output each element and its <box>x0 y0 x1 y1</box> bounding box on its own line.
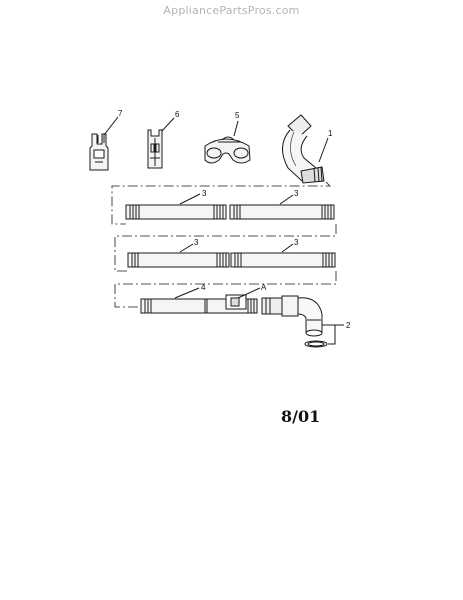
leader-6 <box>161 117 175 132</box>
callout-3b: 3 <box>294 189 299 198</box>
callout-3a: 3 <box>202 189 207 198</box>
leader-7 <box>103 116 119 136</box>
part-5-goggles <box>204 136 251 164</box>
leader-5 <box>233 120 239 137</box>
callout-4: 4 <box>201 283 206 292</box>
callout-6: 6 <box>175 110 180 119</box>
callout-7: 7 <box>118 109 123 118</box>
watermark: AppliancePartsPros.com <box>163 4 300 17</box>
part-2-elbow <box>261 295 323 337</box>
leader-4 <box>174 287 200 299</box>
part-3-tube-d <box>230 252 336 268</box>
callout-5: 5 <box>235 111 240 120</box>
part-4-latch-tube <box>140 294 258 314</box>
part-3-tube-a <box>125 204 227 220</box>
part-3-tube-b <box>229 204 335 220</box>
part-3-tube-c <box>127 252 230 268</box>
part-6-clip <box>147 129 163 169</box>
part-2-ring <box>304 340 328 348</box>
part-7-clip <box>89 133 109 171</box>
part-1-elbow-tube <box>282 114 325 184</box>
leader-3b <box>279 194 294 205</box>
leader-3d <box>281 243 294 253</box>
date-code: 8/01 <box>281 407 321 426</box>
callout-2: 2 <box>346 321 351 330</box>
bracket-2 <box>322 324 336 345</box>
callout-1: 1 <box>328 129 333 138</box>
callout-A: A <box>261 283 267 292</box>
leader-1 <box>318 137 329 163</box>
leader-3a <box>179 193 201 205</box>
connector-lines <box>111 181 337 308</box>
callout-3d: 3 <box>294 238 299 247</box>
leader-3c <box>179 243 194 253</box>
leader-A <box>237 287 261 299</box>
callout-3c: 3 <box>194 238 199 247</box>
